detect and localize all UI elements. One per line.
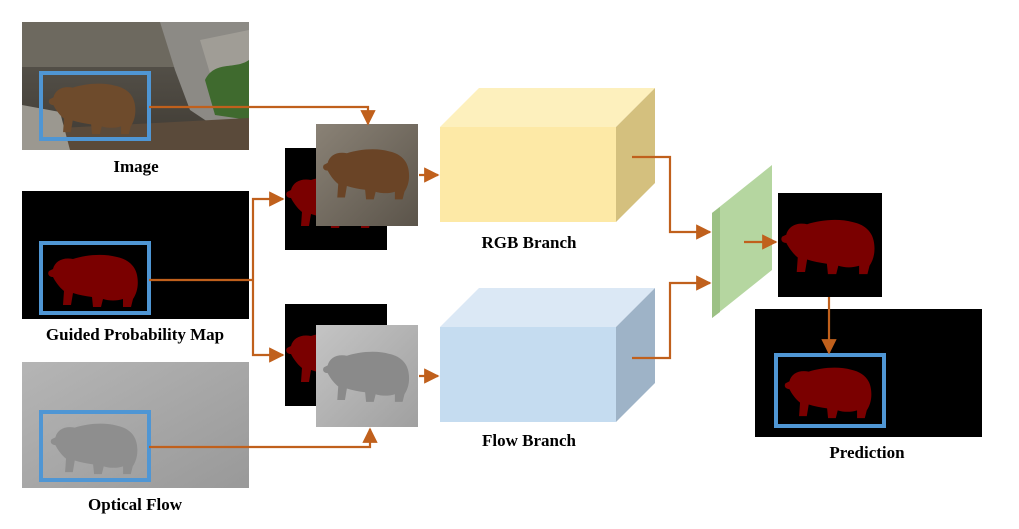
rgb-branch-label: RGB Branch	[481, 233, 577, 252]
arrow-flow-to-fusion	[632, 275, 712, 360]
rgb-branch-block	[440, 88, 655, 222]
input-guided-map	[22, 191, 249, 319]
flow-arrows	[149, 105, 837, 449]
image-label: Image	[113, 157, 159, 176]
rgb-crop-stack	[285, 124, 418, 250]
input-optical-flow	[22, 362, 249, 488]
prediction-mask	[778, 193, 882, 297]
prediction-output	[755, 309, 982, 437]
arrow-rgb-to-fusion	[632, 155, 712, 240]
arrow-guided-to-rgb	[251, 191, 285, 280]
input-image	[22, 22, 249, 150]
arrow-image-to-crop	[149, 105, 376, 126]
flow-branch-block	[440, 288, 655, 422]
flow-crop-stack	[285, 304, 418, 427]
flow-branch-label: Flow Branch	[482, 431, 576, 450]
guided-map-label: Guided Probability Map	[45, 325, 225, 344]
arrow-flow-to-crop	[149, 427, 378, 449]
arrow-guided-to-flow	[251, 280, 285, 363]
optical-flow-label: Optical Flow	[88, 495, 182, 514]
fusion-layer	[712, 165, 772, 318]
prediction-label: Prediction	[829, 443, 905, 462]
